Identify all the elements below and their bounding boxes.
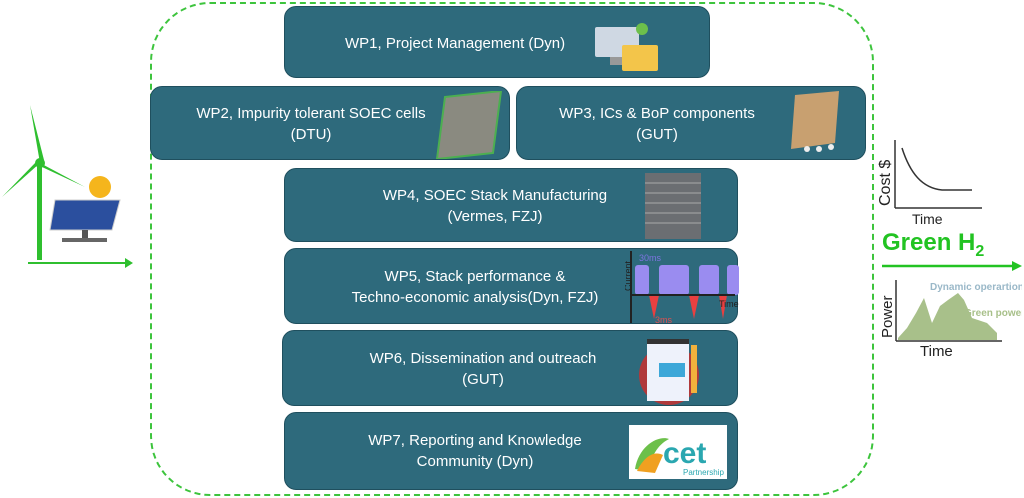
green-power-label: Green power bbox=[964, 308, 1022, 319]
pulse-dip bbox=[649, 295, 659, 319]
cost-y-label: Cost $ bbox=[877, 160, 894, 206]
wp3-box[interactable]: WP3, ICs & BoP components (GUT) bbox=[516, 86, 866, 160]
wp2-label: WP2, Impurity tolerant SOEC cells (DTU) bbox=[181, 103, 441, 145]
logo-text: cet bbox=[663, 437, 706, 470]
wp6-line2: (GUT) bbox=[462, 371, 504, 388]
wp4-line1: WP4, SOEC Stack Manufacturing bbox=[382, 187, 608, 204]
computer-folder-icon bbox=[595, 23, 658, 71]
pulse-bottom-label: 3ms bbox=[655, 315, 673, 325]
wp4-box[interactable]: WP4, SOEC Stack Manufacturing (Vermes, FZ… bbox=[284, 168, 738, 242]
wp1-box[interactable]: WP1, Project Management (Dyn) bbox=[284, 6, 710, 78]
power-x-label: Time bbox=[920, 343, 953, 360]
wp3-line1: WP3, ICs & BoP components bbox=[559, 105, 755, 122]
green-h2-sub: 2 bbox=[975, 243, 984, 260]
wp2-box[interactable]: WP2, Impurity tolerant SOEC cells (DTU) bbox=[150, 86, 510, 160]
consortium-boundary bbox=[150, 2, 874, 496]
cost-x-label: Time bbox=[912, 211, 943, 227]
wp3-line2: (GUT) bbox=[636, 126, 678, 143]
wp5-label: WP5, Stack performance & Techno-economic … bbox=[315, 266, 635, 308]
pulse-chart: Current Time 30ms 3ms bbox=[625, 251, 739, 325]
soec-cell-icon bbox=[435, 91, 503, 159]
wp2-line2: (DTU) bbox=[290, 126, 332, 143]
green-h2-text: Green H bbox=[882, 229, 975, 256]
wp3-label: WP3, ICs & BoP components (GUT) bbox=[537, 103, 777, 145]
pulse-top-label: 30ms bbox=[639, 253, 662, 263]
wp4-label: WP4, SOEC Stack Manufacturing (Vermes, FZ… bbox=[365, 185, 625, 227]
cost-chart: Cost $ Time bbox=[877, 140, 982, 227]
wind-solar-icon bbox=[2, 105, 133, 268]
wp6-box[interactable]: WP6, Dissemination and outreach (GUT) bbox=[282, 330, 738, 406]
document-icon bbox=[639, 339, 699, 405]
soec-stack-icon bbox=[645, 173, 701, 239]
pulse-y-label: Current bbox=[625, 260, 633, 291]
power-chart: Power Time Dynamic operartion Green powe… bbox=[879, 280, 1022, 360]
power-y-label: Power bbox=[879, 295, 896, 338]
wp5-line1: WP5, Stack performance & bbox=[384, 268, 566, 285]
logo-subtext: Partnership bbox=[683, 468, 724, 477]
pulse-dip bbox=[719, 295, 727, 319]
pulse-dip bbox=[689, 295, 699, 319]
wp6-line1: WP6, Dissemination and outreach bbox=[369, 350, 597, 367]
wp2-line1: WP2, Impurity tolerant SOEC cells bbox=[196, 105, 426, 122]
wp5-box[interactable]: WP5, Stack performance & Techno-economic … bbox=[284, 248, 739, 325]
wp5-line2: Techno-economic analysis(Dyn, FZJ) bbox=[351, 289, 599, 306]
wp1-label: WP1, Project Management (Dyn) bbox=[345, 35, 566, 52]
wp7-line1: WP7, Reporting and Knowledge bbox=[368, 432, 582, 449]
interconnect-icon bbox=[791, 91, 839, 152]
wp7-line2: Community (Dyn) bbox=[416, 453, 534, 470]
wp4-line2: (Vermes, FZJ) bbox=[447, 208, 543, 225]
green-h2-label: Green H2 bbox=[882, 229, 984, 260]
right-panel: Cost $ Time Green H2 Power Time Dynamic … bbox=[877, 140, 1022, 360]
pulse-x-label: Time bbox=[719, 299, 739, 309]
dynamic-label: Dynamic operartion bbox=[930, 282, 1022, 293]
wp6-label: WP6, Dissemination and outreach (GUT) bbox=[353, 348, 613, 390]
